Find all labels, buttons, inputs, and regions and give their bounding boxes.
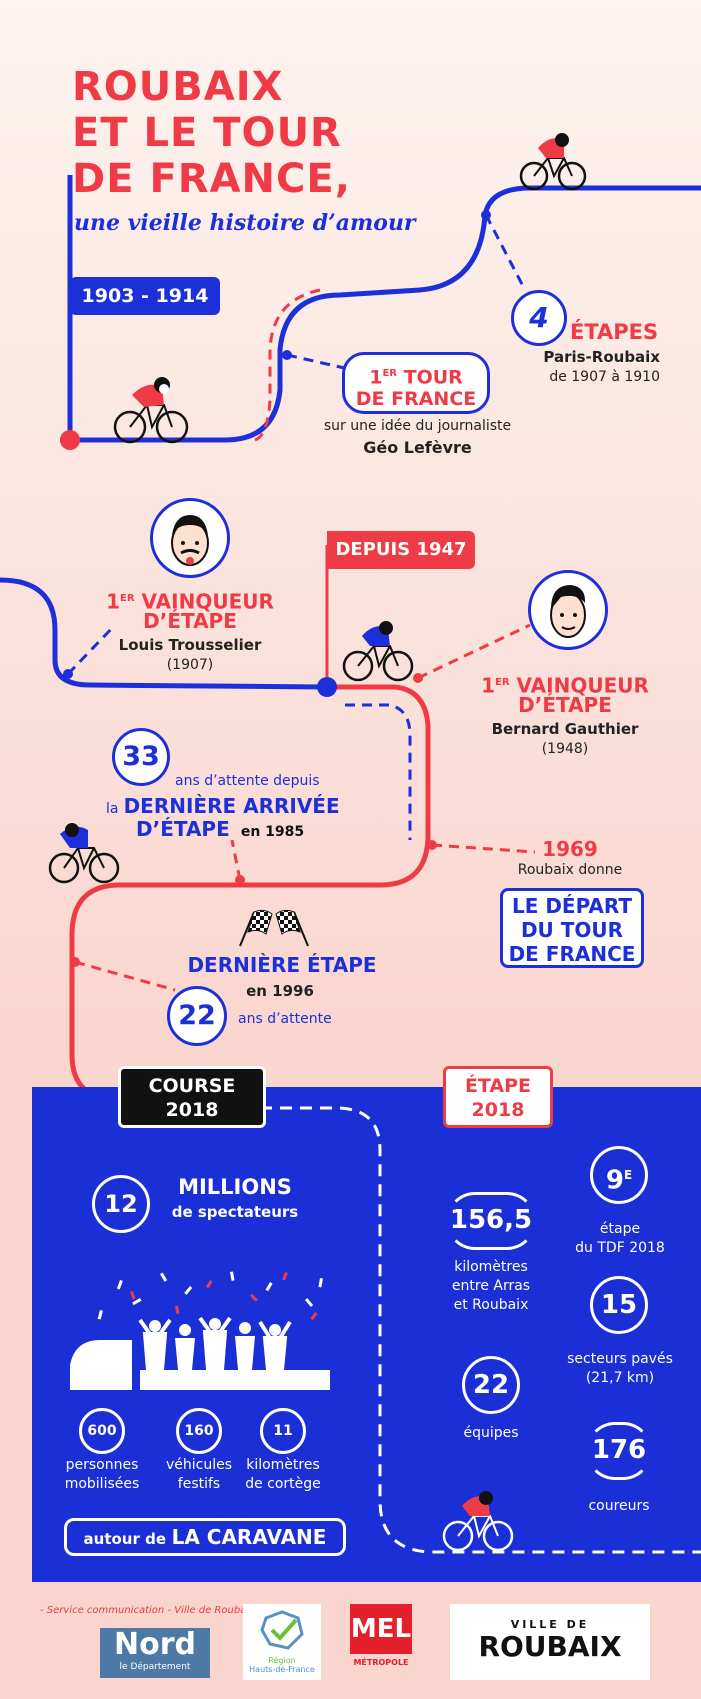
title-line-2: ET LE TOUR: [72, 110, 342, 156]
caravan-stat-circle-1: 600: [79, 1408, 125, 1454]
winner2-title: 1ER VAINQUEUR: [481, 673, 649, 698]
caravan-stat-circle-3: 11: [260, 1408, 306, 1454]
first-tour-note: sur une idée du journaliste: [323, 418, 512, 434]
first-tour-person: Géo Lefèvre: [363, 438, 472, 457]
stage-stat-label-distance: kilomètres entre Arras et Roubaix: [451, 1259, 531, 1313]
caravan-stat-circle-2: 160: [176, 1408, 222, 1454]
portrait-trousselier: [150, 498, 230, 578]
winner1-name: Louis Trousselier: [118, 636, 262, 654]
page-title: ROUBAIX ET LE TOUR DE FRANCE,: [72, 64, 351, 202]
logo-region: Région Hauts-de-France: [243, 1604, 321, 1680]
stages-count-circle: 4: [511, 290, 567, 346]
stages-route: Paris-Roubaix: [543, 348, 660, 366]
cyclist-icon: [519, 133, 587, 191]
face-icon: [171, 515, 209, 566]
caravan-stat-label-3: kilomètres de cortège: [245, 1457, 321, 1492]
region-map-icon: [260, 1610, 304, 1650]
stage-stat-circle-teams: 22: [462, 1356, 520, 1414]
winner1-year: (1907): [166, 657, 214, 673]
stage-stat-circle-sectors: 15: [590, 1276, 648, 1334]
flag-1903-1914: 1903 - 1914: [70, 277, 220, 315]
wait33-text: ans d’attente depuis: [175, 773, 320, 789]
stage-stat-circle-riders: 176: [586, 1422, 652, 1480]
winner2-name: Bernard Gauthier: [491, 720, 639, 738]
logo-roubaix: VILLE DE ROUBAIX: [450, 1604, 650, 1680]
portrait-gauthier: [528, 570, 608, 650]
footer-credit: - Service communication - Ville de Rouba…: [40, 1605, 262, 1616]
wait33-subtitle: D’ÉTAPE en 1985: [136, 817, 305, 841]
cyclist-icon: [113, 377, 189, 444]
departure-box: LE DÉPART DU TOUR DE FRANCE: [500, 888, 644, 968]
caravan-truck-illustration: [70, 1271, 330, 1390]
winner1-subtitle: D’ÉTAPE: [143, 609, 237, 633]
last-stage-text: ans d’attente: [238, 1011, 332, 1027]
last-stage-year: en 1996: [246, 982, 314, 1000]
spectators-subtitle: de spectateurs: [171, 1203, 299, 1221]
departure-text: Roubaix donne: [517, 862, 623, 878]
face-icon: [550, 585, 586, 638]
cyclist-icon: [342, 621, 414, 682]
title-line-3: DE FRANCE,: [72, 156, 351, 202]
winner2-subtitle: D’ÉTAPE: [518, 693, 612, 717]
first-tour-badge: 1ER TOUR DE FRANCE: [342, 352, 490, 414]
stage-stat-circle-rank: 9E: [590, 1146, 648, 1204]
stages-years: de 1907 à 1910: [549, 369, 660, 385]
stage-stat-label-riders: coureurs: [588, 1498, 650, 1514]
page-subtitle: une vieille histoire d’amour: [74, 210, 416, 236]
stage-stat-circle-distance: 156,5: [446, 1192, 536, 1250]
flag-depuis-1947: DEPUIS 1947: [327, 531, 475, 569]
departure-year: 1969: [542, 837, 598, 861]
caravan-stat-label-1: personnes mobilisées: [64, 1457, 140, 1492]
caravan-label: autour de LA CARAVANE: [64, 1518, 346, 1556]
flag-etape-2018: ÉTAPE 2018: [443, 1066, 553, 1128]
title-line-1: ROUBAIX: [72, 64, 284, 110]
stage-stat-label-sectors: secteurs pavés (21,7 km): [567, 1351, 673, 1386]
last-stage-circle: 22: [167, 986, 227, 1046]
wait33-title: la DERNIÈRE ARRIVÉE: [106, 794, 340, 818]
spectators-circle: 12: [92, 1175, 150, 1233]
cyclist-icon: [442, 1491, 514, 1552]
logo-mel: MEL MÉTROPOLE: [350, 1604, 412, 1680]
flag-course-2018: COURSE 2018: [118, 1066, 266, 1128]
wait33-circle: 33: [112, 728, 170, 786]
stages-label: ÉTAPES: [570, 320, 659, 344]
stage-stat-label-rank: étape du TDF 2018: [575, 1221, 665, 1256]
winner2-year: (1948): [541, 741, 589, 757]
checkered-flags-icon: [239, 909, 309, 947]
winner1-title: 1ER VAINQUEUR: [106, 589, 274, 614]
cyclist-icon: [48, 823, 120, 884]
stage-stat-label-teams: équipes: [463, 1425, 519, 1441]
logo-nord: Nord le Département: [100, 1628, 210, 1678]
caravan-stat-label-2: véhicules festifs: [165, 1457, 233, 1492]
spectators-title: MILLIONS: [178, 1175, 292, 1199]
last-stage-title: DERNIÈRE ÉTAPE: [187, 953, 377, 977]
